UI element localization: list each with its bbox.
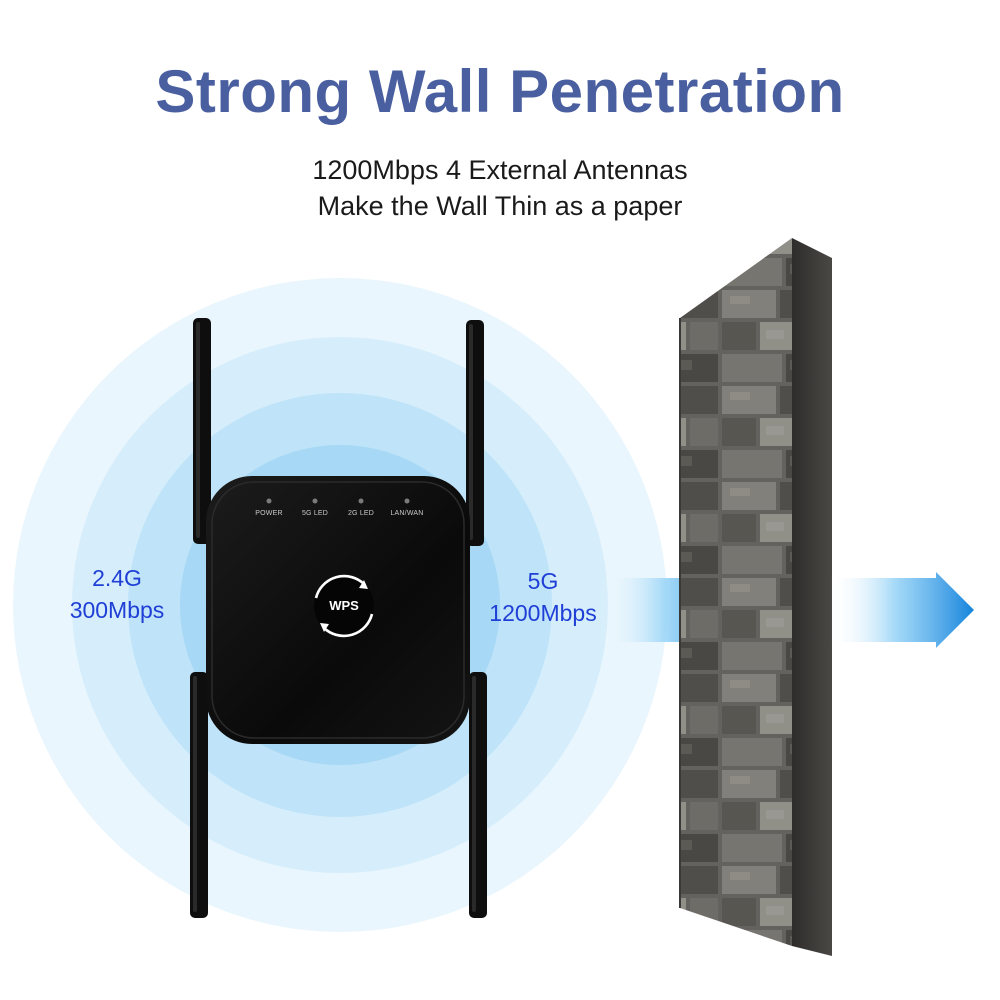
antennas xyxy=(190,318,487,918)
led-label-2g: 2G LED xyxy=(347,510,375,517)
signal-arrow-2 xyxy=(830,572,974,648)
wifi-extender-device xyxy=(206,476,470,744)
antenna-top-left xyxy=(193,318,211,544)
led-5g-dot xyxy=(312,498,318,504)
wps-button-icon xyxy=(314,574,374,638)
wps-button-label: WPS xyxy=(329,598,359,613)
subline-antennas: 1200Mbps 4 External Antennas xyxy=(312,155,688,185)
led-power-dot xyxy=(266,498,272,504)
led-label-lan-wan: LAN/WAN xyxy=(390,510,424,517)
stone-wall-icon xyxy=(679,238,832,956)
band-5g-label: 5G 1200Mbps xyxy=(468,565,618,629)
led-label-power: POWER xyxy=(255,510,283,517)
band-24g-speed: 300Mbps xyxy=(69,597,165,623)
subline-wall: Make the Wall Thin as a paper xyxy=(317,191,683,221)
wall-face xyxy=(680,238,792,946)
band-5g-speed: 1200Mbps xyxy=(489,600,597,626)
antenna-bottom-left xyxy=(190,672,208,918)
wall-side xyxy=(792,238,832,956)
led-label-5g: 5G LED xyxy=(301,510,329,517)
led-2g-dot xyxy=(358,498,364,504)
antenna-bottom-right xyxy=(469,672,487,918)
band-5g-name: 5G xyxy=(527,568,559,594)
led-lan-dot xyxy=(404,498,410,504)
headline-title: Strong Wall Penetration xyxy=(155,58,845,125)
antenna-top-right xyxy=(466,320,484,546)
band-24g-label: 2.4G 300Mbps xyxy=(52,562,182,626)
band-24g-name: 2.4G xyxy=(92,565,142,591)
